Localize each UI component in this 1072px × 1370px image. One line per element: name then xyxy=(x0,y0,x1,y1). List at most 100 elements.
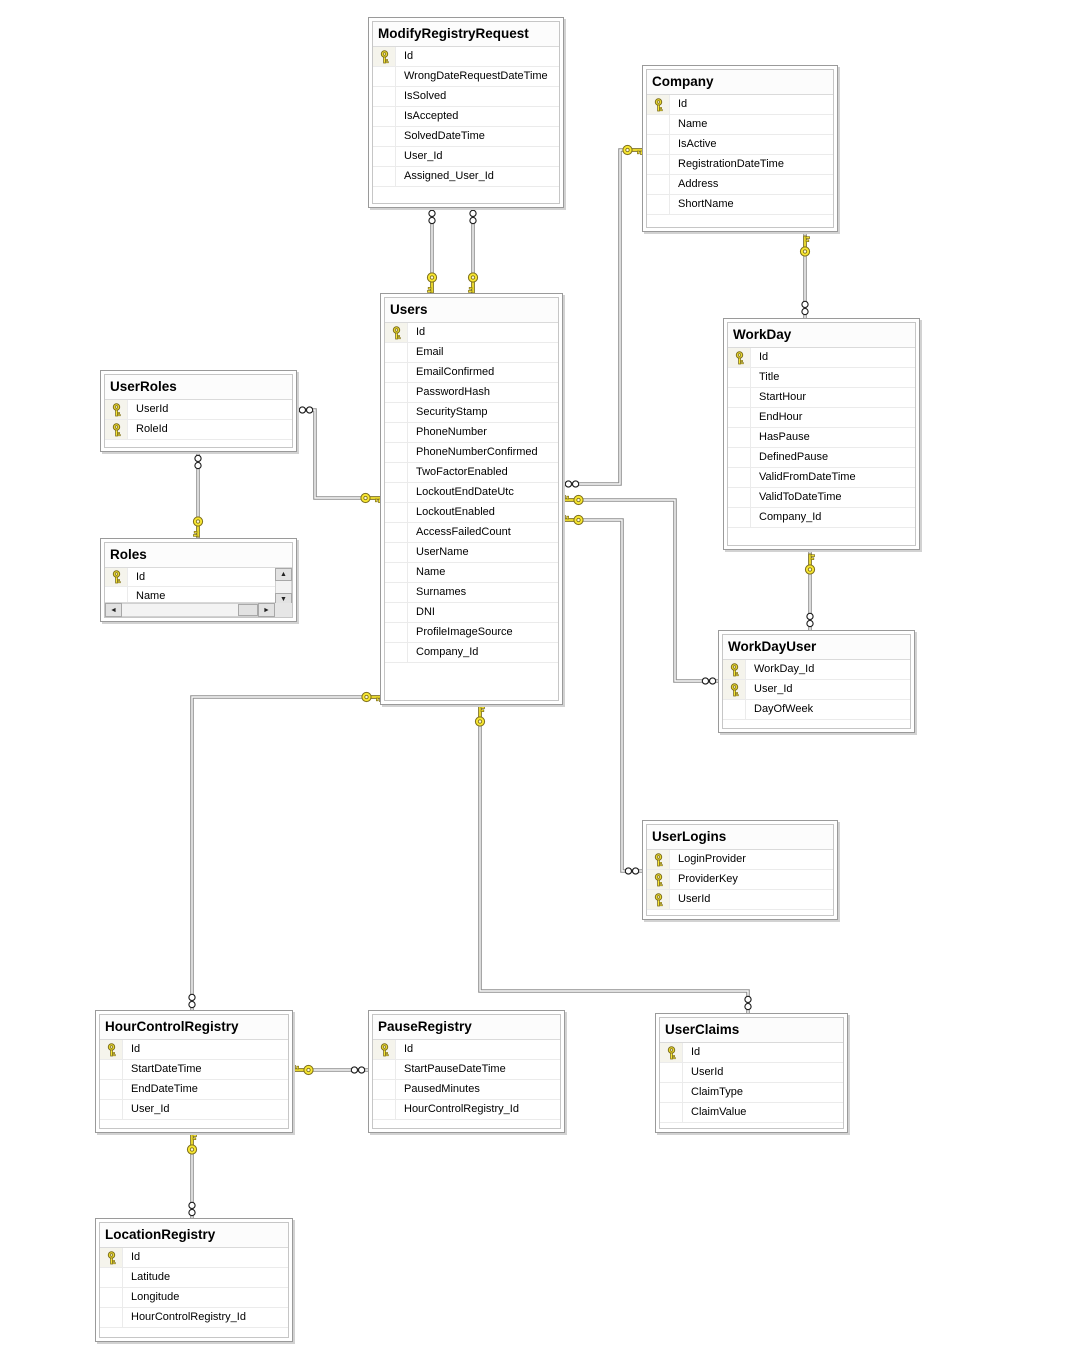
relationship-userroles-to-users[interactable] xyxy=(297,406,382,504)
relationship-userlogins-to-users[interactable] xyxy=(562,514,642,875)
column-row[interactable]: HourControlRegistry_Id xyxy=(373,1100,560,1120)
column-row[interactable]: UserId xyxy=(647,890,833,910)
column-row[interactable]: EndHour xyxy=(728,408,915,428)
column-row[interactable]: ProviderKey xyxy=(647,870,833,890)
table-title[interactable]: Company xyxy=(647,70,833,95)
column-row[interactable]: AccessFailedCount xyxy=(385,523,558,543)
column-row[interactable]: User_Id xyxy=(373,147,559,167)
vertical-scrollbar[interactable]: ▲ ▼ xyxy=(275,568,292,606)
relationship-users-to-company[interactable] xyxy=(563,144,644,488)
column-row[interactable]: DayOfWeek xyxy=(723,700,910,720)
column-row[interactable]: StartHour xyxy=(728,388,915,408)
column-row[interactable]: PasswordHash xyxy=(385,383,558,403)
table-title[interactable]: UserRoles xyxy=(105,375,292,400)
column-row[interactable]: LoginProvider xyxy=(647,850,833,870)
column-row[interactable]: Address xyxy=(647,175,833,195)
column-row[interactable]: DefinedPause xyxy=(728,448,915,468)
relationship-workdayuser-to-users[interactable] xyxy=(562,494,718,685)
column-row[interactable]: TwoFactorEnabled xyxy=(385,463,558,483)
column-row[interactable]: StartPauseDateTime xyxy=(373,1060,560,1080)
column-row[interactable]: ValidToDateTime xyxy=(728,488,915,508)
column-row[interactable]: Id xyxy=(100,1248,288,1268)
column-row[interactable]: Id xyxy=(647,95,833,115)
column-row[interactable]: Id xyxy=(660,1043,843,1063)
column-row[interactable]: PhoneNumberConfirmed xyxy=(385,443,558,463)
column-row[interactable]: WorkDay_Id xyxy=(723,660,910,680)
column-row[interactable]: IsSolved xyxy=(373,87,559,107)
column-row[interactable]: Email xyxy=(385,343,558,363)
relationship-modifyregistryrequest-to-users[interactable] xyxy=(467,208,479,294)
column-row[interactable]: UserId xyxy=(660,1063,843,1083)
column-row[interactable]: Company_Id xyxy=(385,643,558,663)
column-row[interactable]: WrongDateRequestDateTime xyxy=(373,67,559,87)
relationship-pauseregistry-to-hourcontrolregistry[interactable] xyxy=(292,1064,368,1076)
relationship-userclaims-to-users[interactable] xyxy=(474,705,752,1013)
column-row[interactable]: ShortName xyxy=(647,195,833,215)
table-title[interactable]: LocationRegistry xyxy=(100,1223,288,1248)
table-title[interactable]: PauseRegistry xyxy=(373,1015,560,1040)
horizontal-scrollbar[interactable]: ◄ ► xyxy=(105,602,275,617)
column-row[interactable]: ValidFromDateTime xyxy=(728,468,915,488)
relationship-workdayuser-to-workday[interactable] xyxy=(804,550,816,630)
column-row[interactable]: Surnames xyxy=(385,583,558,603)
table-title[interactable]: Users xyxy=(385,298,558,323)
column-row[interactable]: Title xyxy=(728,368,915,388)
relationship-modifyregistryrequest-to-users[interactable] xyxy=(426,208,438,294)
column-row[interactable]: SecurityStamp xyxy=(385,403,558,423)
column-row[interactable]: Longitude xyxy=(100,1288,288,1308)
column-row[interactable]: ProfileImageSource xyxy=(385,623,558,643)
column-row[interactable]: IsActive xyxy=(647,135,833,155)
column-row[interactable]: Name xyxy=(647,115,833,135)
table-title[interactable]: HourControlRegistry xyxy=(100,1015,288,1040)
table-title[interactable]: WorkDayUser xyxy=(723,635,910,660)
column-row[interactable]: EmailConfirmed xyxy=(385,363,558,383)
column-row[interactable]: UserId xyxy=(105,400,292,420)
column-row[interactable]: User_Id xyxy=(100,1100,288,1120)
relationship-locationregistry-to-hourcontrolregistry[interactable] xyxy=(186,1133,198,1218)
column-row[interactable]: Id xyxy=(385,323,558,343)
column-row[interactable]: ClaimType xyxy=(660,1083,843,1103)
scroll-left-icon[interactable]: ◄ xyxy=(105,603,122,617)
vertical-scroll-track[interactable] xyxy=(275,581,292,593)
column-row[interactable]: Assigned_User_Id xyxy=(373,167,559,187)
column-row[interactable]: Name xyxy=(385,563,558,583)
column-row[interactable]: Id xyxy=(373,1040,560,1060)
relationship-userroles-to-roles[interactable] xyxy=(192,452,204,538)
column-row[interactable]: Id xyxy=(105,568,275,587)
table-title[interactable]: Roles xyxy=(105,543,292,568)
table-title[interactable]: ModifyRegistryRequest xyxy=(373,22,559,47)
column-row[interactable]: LockoutEnabled xyxy=(385,503,558,523)
column-row[interactable]: RoleId xyxy=(105,420,292,440)
relationship-hourcontrolregistry-to-users[interactable] xyxy=(188,691,383,1010)
column-row[interactable]: Company_Id xyxy=(728,508,915,528)
column-row[interactable]: PhoneNumber xyxy=(385,423,558,443)
column-row[interactable]: Id xyxy=(373,47,559,67)
table-title[interactable]: UserLogins xyxy=(647,825,833,850)
column-row[interactable]: SolvedDateTime xyxy=(373,127,559,147)
column-row[interactable]: StartDateTime xyxy=(100,1060,288,1080)
table-title[interactable]: WorkDay xyxy=(728,323,915,348)
column-row[interactable]: ClaimValue xyxy=(660,1103,843,1123)
column-row[interactable]: RegistrationDateTime xyxy=(647,155,833,175)
column-row[interactable]: Latitude xyxy=(100,1268,288,1288)
column-row[interactable]: Id xyxy=(728,348,915,368)
column-row[interactable]: PausedMinutes xyxy=(373,1080,560,1100)
column-row[interactable]: HasPause xyxy=(728,428,915,448)
column-row[interactable]: Id xyxy=(100,1040,288,1060)
column-row[interactable]: User_Id xyxy=(723,680,910,700)
relationship-workday-to-company[interactable] xyxy=(799,232,811,318)
column-row[interactable]: HourControlRegistry_Id xyxy=(100,1308,288,1328)
column-row[interactable]: UserName xyxy=(385,543,558,563)
scroll-up-icon[interactable]: ▲ xyxy=(275,568,292,581)
horizontal-scroll-track[interactable] xyxy=(122,603,258,617)
horizontal-scroll-thumb[interactable] xyxy=(238,604,258,616)
scroll-right-icon[interactable]: ► xyxy=(258,603,275,617)
column-row[interactable]: EndDateTime xyxy=(100,1080,288,1100)
table-title[interactable]: UserClaims xyxy=(660,1018,843,1043)
column-row[interactable]: IsAccepted xyxy=(373,107,559,127)
column-row[interactable]: LockoutEndDateUtc xyxy=(385,483,558,503)
column-row[interactable]: DNI xyxy=(385,603,558,623)
